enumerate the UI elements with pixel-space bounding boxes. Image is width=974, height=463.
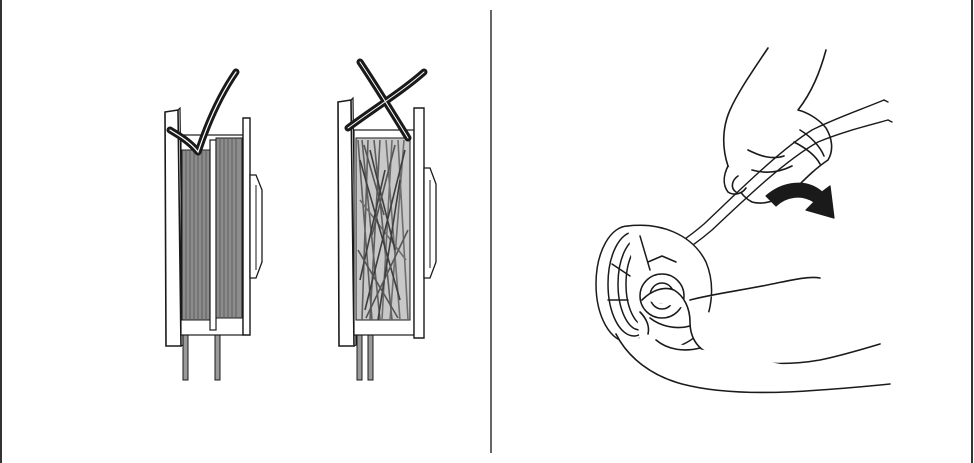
upper-hand [724,48,832,203]
spool-line-end-right [368,330,373,380]
spool-wound-line-right [216,138,242,318]
spool-left-flange [338,100,354,346]
panel-winding-line-by-hand [596,48,892,392]
rotation-arrow-icon [766,183,834,218]
spool-line-end-left [183,330,188,380]
spool-right-flange [414,108,424,338]
spool-tangled-line [356,138,410,320]
spool-line-end-left [357,330,362,380]
spool-left-flange [165,110,181,346]
panel-correct-vs-incorrect-winding [165,62,436,380]
cross-mark-icon [348,62,424,138]
spool-correct-winding [165,108,262,380]
spool-right-flange [243,118,250,335]
spool-incorrect-winding [338,98,436,380]
spool-wound-line-left [182,150,210,320]
spool-line-end-right [215,330,220,380]
spool-middle-divider [210,140,216,330]
